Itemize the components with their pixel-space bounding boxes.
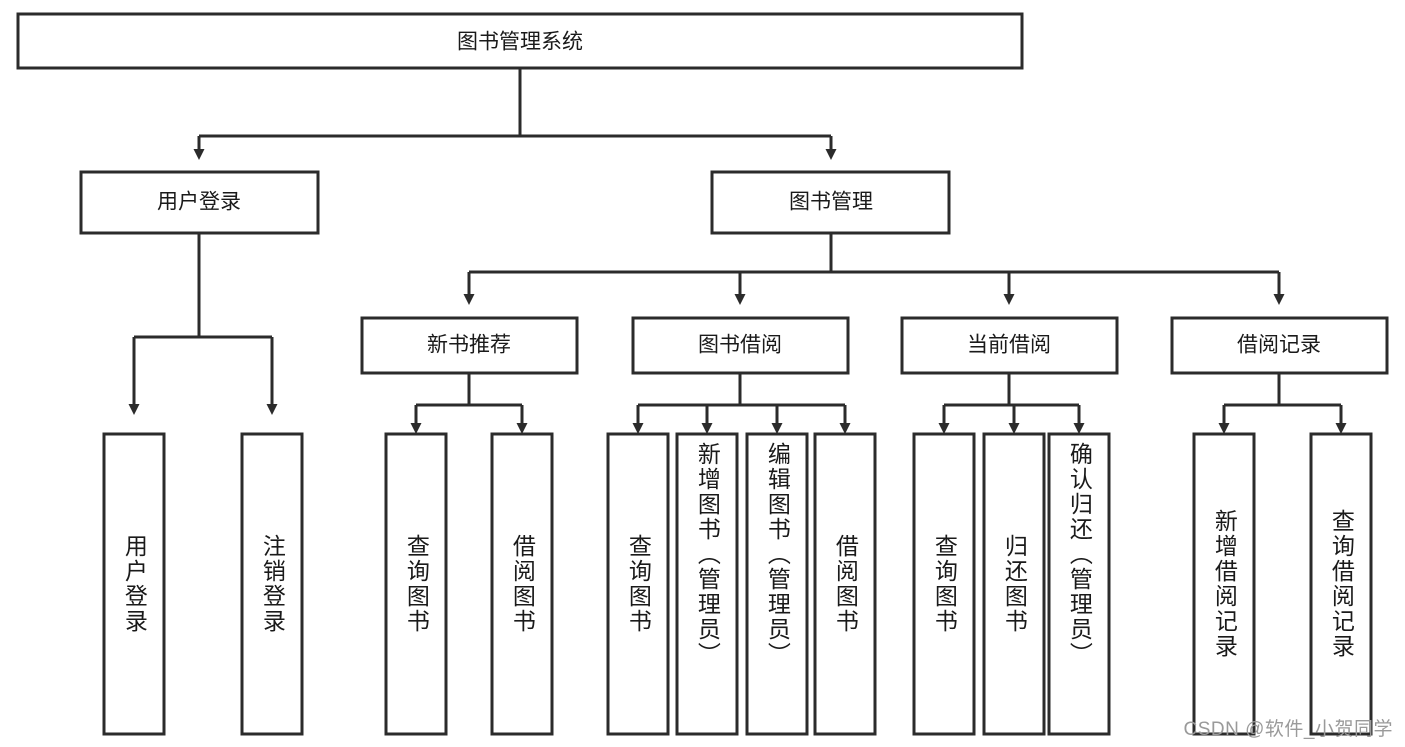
leaf-box-user-login-0[interactable] bbox=[102, 432, 166, 736]
leaf-box-newbook-1[interactable] bbox=[490, 432, 554, 736]
connector-currentborrow-to-leaves bbox=[938, 373, 1085, 434]
leaf-boxes-borrow-records bbox=[1192, 432, 1373, 736]
leaf-boxes-new-book-recommend bbox=[384, 432, 554, 736]
leaf-box-user-login-1[interactable] bbox=[240, 432, 304, 736]
node-borrow-records[interactable]: 借阅记录 bbox=[1170, 316, 1389, 375]
connector-bookborrow-to-leaves bbox=[632, 373, 851, 434]
leaf-box-borrowrecords-0[interactable] bbox=[1192, 432, 1256, 736]
node-book-borrow[interactable]: 图书借阅 bbox=[631, 316, 850, 375]
node-new-book-recommend[interactable]: 新书推荐 bbox=[360, 316, 579, 375]
connector-borrowrecord-to-leaves bbox=[1218, 373, 1347, 434]
connector-newbook-to-leaves bbox=[410, 373, 528, 434]
connector-userlogin-to-leaves bbox=[128, 233, 278, 415]
node-new-book-recommend-label: 新书推荐 bbox=[427, 334, 511, 357]
leaf-boxes-book-borrow bbox=[606, 432, 877, 736]
leaf-box-bookborrow-0[interactable] bbox=[606, 432, 670, 736]
leaf-box-currentborrow-1[interactable] bbox=[982, 432, 1046, 736]
leaf-boxes-user-login bbox=[102, 432, 304, 736]
node-book-borrow-label: 图书借阅 bbox=[698, 334, 782, 357]
node-book-management[interactable]: 图书管理 bbox=[710, 170, 951, 235]
leaf-box-bookborrow-3[interactable] bbox=[813, 432, 877, 736]
leaf-box-borrowrecords-1[interactable] bbox=[1309, 432, 1373, 736]
node-user-login[interactable]: 用户登录 bbox=[79, 170, 320, 235]
leaf-box-currentborrow-0[interactable] bbox=[912, 432, 976, 736]
leaf-box-bookborrow-2[interactable] bbox=[745, 432, 809, 736]
node-current-borrow[interactable]: 当前借阅 bbox=[900, 316, 1119, 375]
csdn-watermark: CSDN @软件_小贺同学 bbox=[1183, 719, 1393, 740]
node-root-system[interactable]: 图书管理系统 bbox=[16, 12, 1024, 70]
leaf-boxes-current-borrow bbox=[912, 432, 1111, 736]
node-root-label: 图书管理系统 bbox=[457, 31, 583, 54]
leaf-box-currentborrow-2[interactable] bbox=[1047, 432, 1111, 736]
node-current-borrow-label: 当前借阅 bbox=[967, 334, 1051, 357]
node-user-login-label: 用户登录 bbox=[157, 191, 241, 214]
connector-bookmgmt-to-level3 bbox=[463, 233, 1285, 305]
node-book-management-label: 图书管理 bbox=[789, 191, 873, 214]
leaf-box-bookborrow-1[interactable] bbox=[675, 432, 739, 736]
connector-root-to-level2 bbox=[193, 68, 837, 160]
leaf-box-newbook-0[interactable] bbox=[384, 432, 448, 736]
node-borrow-records-label: 借阅记录 bbox=[1237, 334, 1321, 357]
